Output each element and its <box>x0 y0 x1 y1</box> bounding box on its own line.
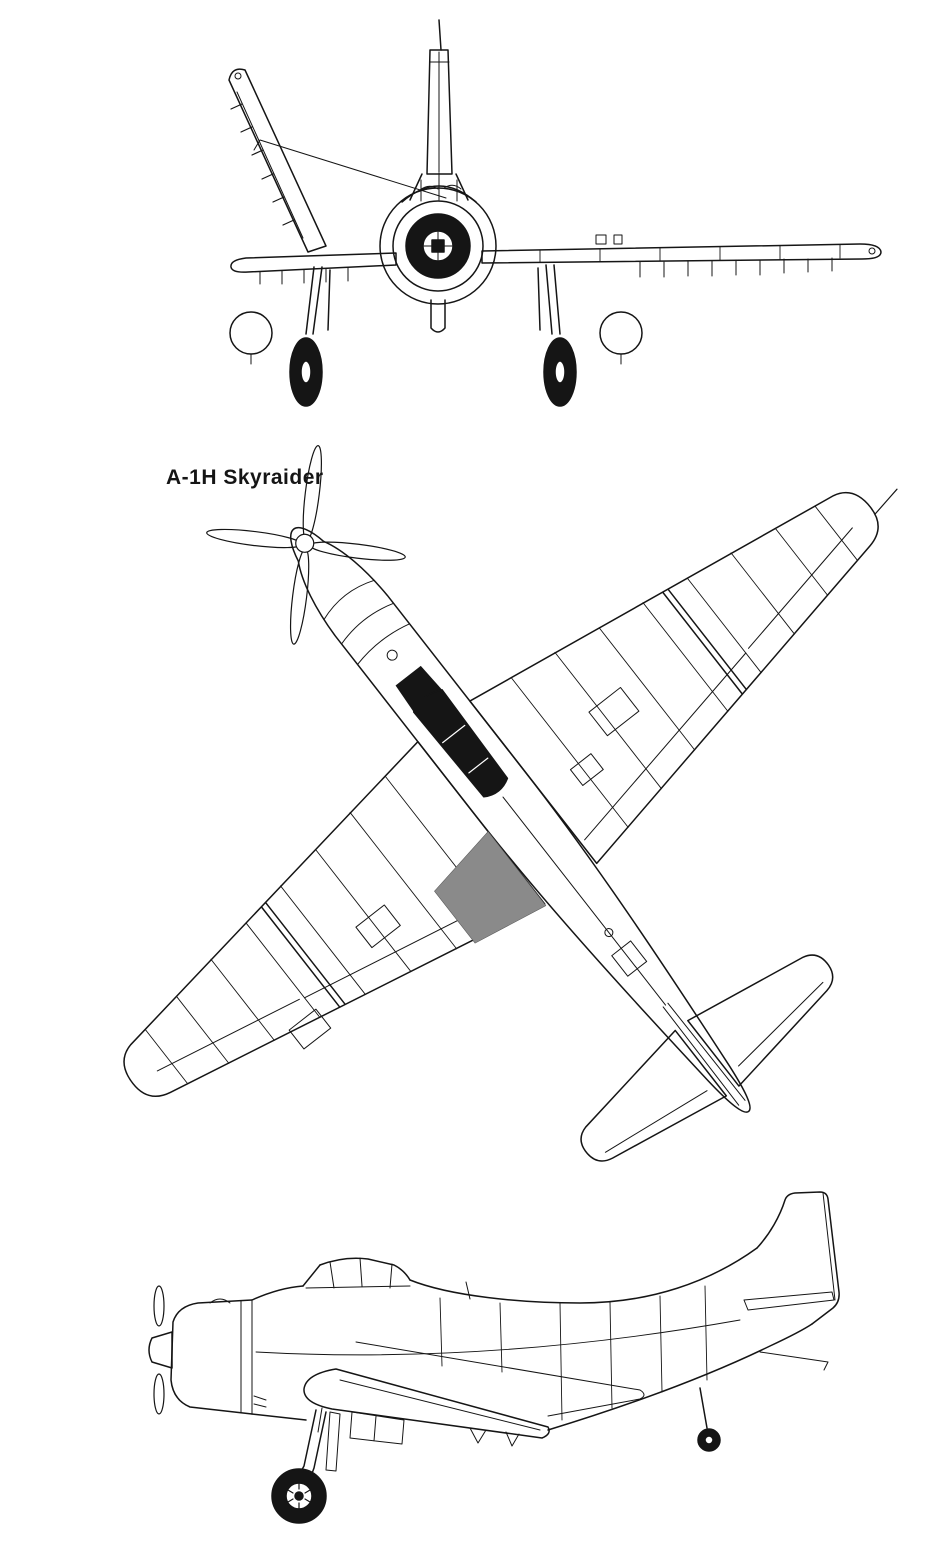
wing-side <box>303 1368 550 1439</box>
wing-fold-strut <box>253 139 447 199</box>
side-view-drawing <box>148 1191 840 1524</box>
port-wing-plan <box>123 740 546 1098</box>
wing-walkway <box>434 831 547 944</box>
fuselage-plan <box>289 526 751 1113</box>
antiglare-panel <box>395 665 443 712</box>
vertical-fin <box>756 1191 840 1325</box>
port-wing-stub <box>230 252 397 273</box>
cowling-side <box>170 1299 253 1415</box>
front-view-drawing <box>228 19 882 407</box>
propeller-plan <box>206 444 406 645</box>
main-gear-front <box>289 264 577 407</box>
stabilizer-starboard-plan <box>687 954 834 1087</box>
tail-hook <box>759 1351 829 1371</box>
stabilizer-side <box>743 1291 835 1311</box>
drop-tank-port <box>229 311 273 355</box>
aircraft-title: A-1H Skyraider <box>166 466 324 489</box>
stabilizer-port-plan <box>580 1029 728 1162</box>
pitot-tube <box>874 488 898 515</box>
antenna-line <box>438 19 442 51</box>
windscreen <box>302 1264 321 1287</box>
main-gear-side <box>271 1409 341 1524</box>
canopy-side <box>319 1257 411 1281</box>
folded-wing-panel <box>228 68 327 253</box>
tail-wheel <box>697 1387 721 1452</box>
starboard-wing-plan <box>469 492 879 865</box>
fuselage-spine <box>409 1247 758 1304</box>
pylon-side <box>317 1407 405 1445</box>
cowling-circle <box>379 187 497 305</box>
starboard-wing-front <box>481 243 882 264</box>
spinner-side <box>148 1331 173 1369</box>
far-wing-side <box>355 1341 645 1417</box>
underwing-pylons <box>639 257 833 278</box>
centerline-store <box>430 299 446 333</box>
drop-tank-starboard <box>599 311 643 355</box>
antenna-mast <box>465 1281 471 1300</box>
canopy-plan <box>412 689 509 798</box>
top-view-drawing <box>123 444 898 1162</box>
